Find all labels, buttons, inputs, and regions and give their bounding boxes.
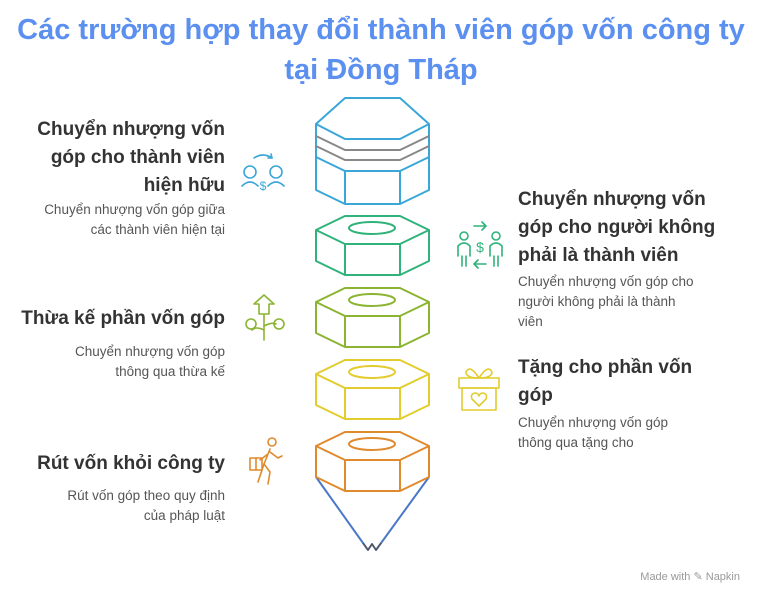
stack-washers: [315, 135, 430, 161]
person-money-transfer-icon: $: [457, 221, 503, 269]
item-3-description: Chuyển nhượng vốn góp thông qua thừa kế: [75, 344, 225, 379]
stack-segment-2: [315, 215, 430, 276]
title-line-1: Các trường hợp thay đổi thành viên góp v…: [17, 14, 745, 46]
item-2-description: Chuyển nhượng vốn góp cho người không ph…: [518, 274, 694, 329]
title-line-2: tại Đồng Tháp: [284, 54, 478, 86]
item-4-title: Tặng cho phần vốn góp: [518, 357, 693, 406]
svg-text:$: $: [476, 239, 484, 255]
stack-segment-1-top: [315, 97, 430, 140]
item-1-description: Chuyển nhượng vốn góp giữa các thành viê…: [44, 202, 225, 237]
item-4-description: Chuyển nhượng vốn góp thông qua tặng cho: [518, 415, 668, 450]
stack-segment-5: [315, 431, 430, 551]
people-exchange-icon: $: [241, 153, 285, 193]
item-5-title: Rút vốn khỏi công ty: [37, 453, 225, 474]
svg-text:$: $: [260, 179, 267, 193]
gift-box-icon: [458, 368, 500, 411]
page-title: Các trường hợp thay đổi thành viên góp v…: [0, 10, 762, 90]
stack-segment-3: [315, 287, 430, 348]
item-2-title: Chuyển nhượng vốn góp cho người không ph…: [518, 189, 716, 266]
stack-segment-4: [315, 359, 430, 420]
item-5-description: Rút vốn góp theo quy định của pháp luật: [67, 488, 225, 523]
plant-growth-icon: [245, 294, 285, 341]
walking-person-icon: [249, 437, 283, 485]
item-3-title: Thừa kế phần vốn góp: [21, 308, 225, 329]
napkin-watermark: Made with ✎ Napkin: [640, 571, 740, 583]
item-1-title: Chuyển nhượng vốn góp cho thành viên hiệ…: [37, 119, 225, 196]
